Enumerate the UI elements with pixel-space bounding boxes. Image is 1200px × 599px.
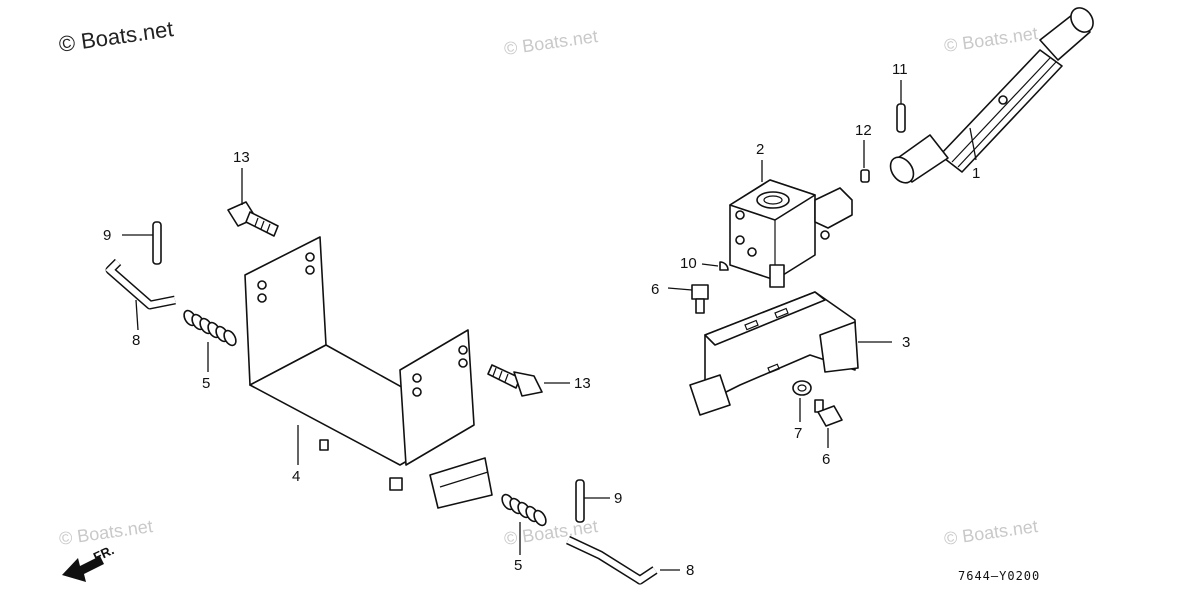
part-bracket	[689, 291, 859, 416]
part-gearbox	[729, 179, 853, 288]
part-steering-shaft	[889, 7, 1094, 184]
callout-1: 1	[972, 165, 980, 182]
callout-5-lower: 5	[514, 557, 522, 574]
callout-11: 11	[892, 61, 908, 78]
watermark-faint-top-right: © Boats.net	[943, 23, 1039, 56]
part-pin-9-upper	[152, 221, 162, 265]
callout-10: 10	[680, 255, 697, 272]
callout-8-lower: 8	[686, 562, 694, 579]
part-pin-9-lower	[575, 479, 585, 523]
callout-13-upper: 13	[233, 149, 250, 166]
watermark-faint-top-center: © Boats.net	[503, 26, 599, 59]
part-washer-7	[792, 380, 812, 396]
part-spring-5-lower	[501, 493, 547, 527]
part-bolt-13-lower	[487, 364, 543, 397]
callout-12: 12	[855, 122, 872, 139]
callout-5-upper: 5	[202, 375, 210, 392]
front-arrow-icon	[62, 556, 104, 582]
part-bolt-13-upper	[227, 201, 279, 237]
callout-9-upper: 9	[103, 227, 111, 244]
part-spring-5-upper	[183, 309, 237, 347]
part-bolt-6-upper	[691, 284, 709, 314]
part-holder	[244, 236, 493, 509]
callout-3: 3	[902, 334, 910, 351]
callout-9-lower: 9	[614, 490, 622, 507]
part-pin-11	[896, 103, 906, 133]
watermark-main: © Boats.net	[57, 16, 175, 57]
callout-4: 4	[292, 468, 300, 485]
part-bolt-6-lower	[814, 399, 843, 427]
direction-label: FR.	[91, 542, 116, 564]
callout-7: 7	[794, 425, 802, 442]
diagram-code: 7644–Y0200	[958, 569, 1040, 583]
callout-6-upper: 6	[651, 281, 659, 298]
callout-6-lower: 6	[822, 451, 830, 468]
callout-13-lower: 13	[574, 375, 591, 392]
callout-8-upper: 8	[132, 332, 140, 349]
watermark-faint-bottom-right: © Boats.net	[943, 516, 1039, 549]
leader-lines	[122, 80, 977, 571]
callout-2: 2	[756, 141, 764, 158]
part-pin-12	[860, 169, 870, 183]
part-key-10	[719, 261, 729, 271]
